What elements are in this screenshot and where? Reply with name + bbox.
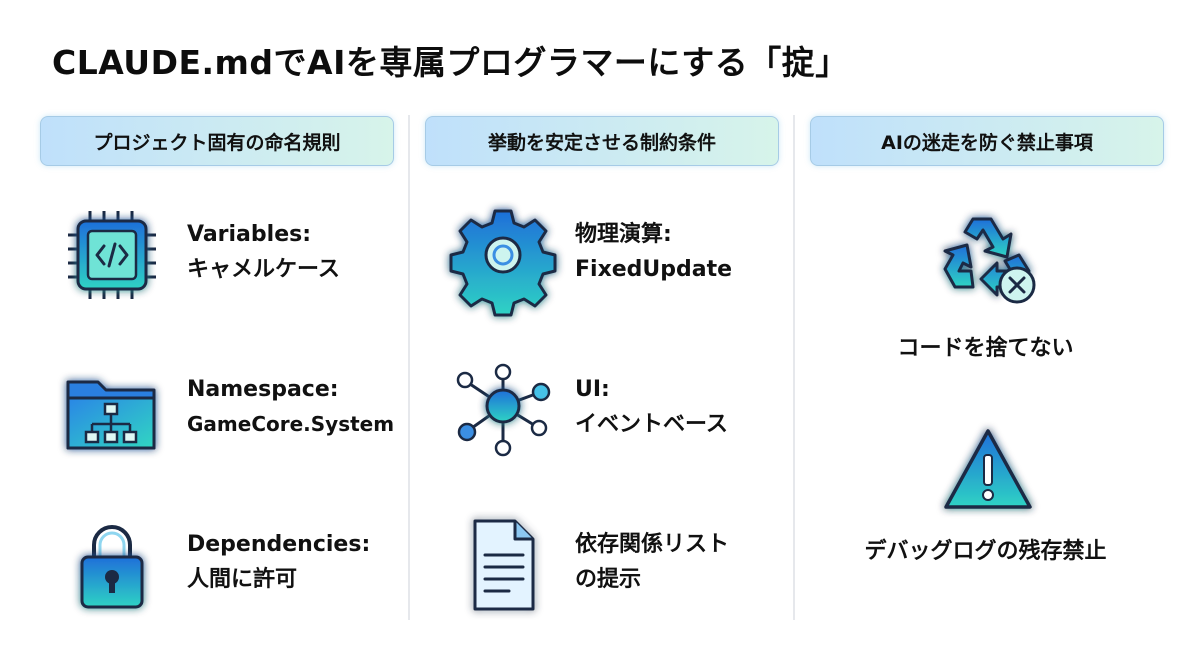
column-prohibitions: AIの迷走を防ぐ禁止事項 コードを捨てない デバッグログの残存禁止 xyxy=(793,110,1178,650)
chip-code-icon xyxy=(62,205,162,305)
item-text: 依存関係リスト の提示 xyxy=(575,532,730,592)
column-header: プロジェクト固有の命名規則 xyxy=(40,116,394,166)
network-nodes-icon xyxy=(453,360,553,460)
page-title: CLAUDE.mdでAIを専属プログラマーにする「掟」 xyxy=(52,43,849,82)
gear-icon xyxy=(449,205,557,317)
item-text: Variables: キャメルケース xyxy=(187,222,340,282)
folder-network-icon xyxy=(62,360,162,460)
item-text: Namespace: GameCore.System xyxy=(187,377,395,436)
padlock-icon xyxy=(62,515,162,615)
column-header: AIの迷走を防ぐ禁止事項 xyxy=(810,116,1164,166)
warning-icon xyxy=(940,425,1036,515)
item-text: Dependencies: 人間に許可 xyxy=(187,532,371,592)
prohibition-label: デバッグログの残存禁止 xyxy=(864,539,1107,564)
column-naming-rules: プロジェクト固有の命名規則 Variables: キャメルケース xyxy=(22,110,407,650)
item-text: 物理演算: FixedUpdate xyxy=(575,222,733,282)
column-divider xyxy=(408,115,410,620)
recycle-cancel-icon xyxy=(933,205,1043,310)
column-divider xyxy=(793,115,795,620)
column-header: 挙動を安定させる制約条件 xyxy=(425,116,779,166)
item-text: UI: イベントベース xyxy=(575,377,728,437)
document-icon xyxy=(453,515,553,615)
column-constraints: 挙動を安定させる制約条件 物理演算: FixedUpdate xyxy=(408,110,793,650)
prohibition-label: コードを捨てない xyxy=(897,336,1074,361)
